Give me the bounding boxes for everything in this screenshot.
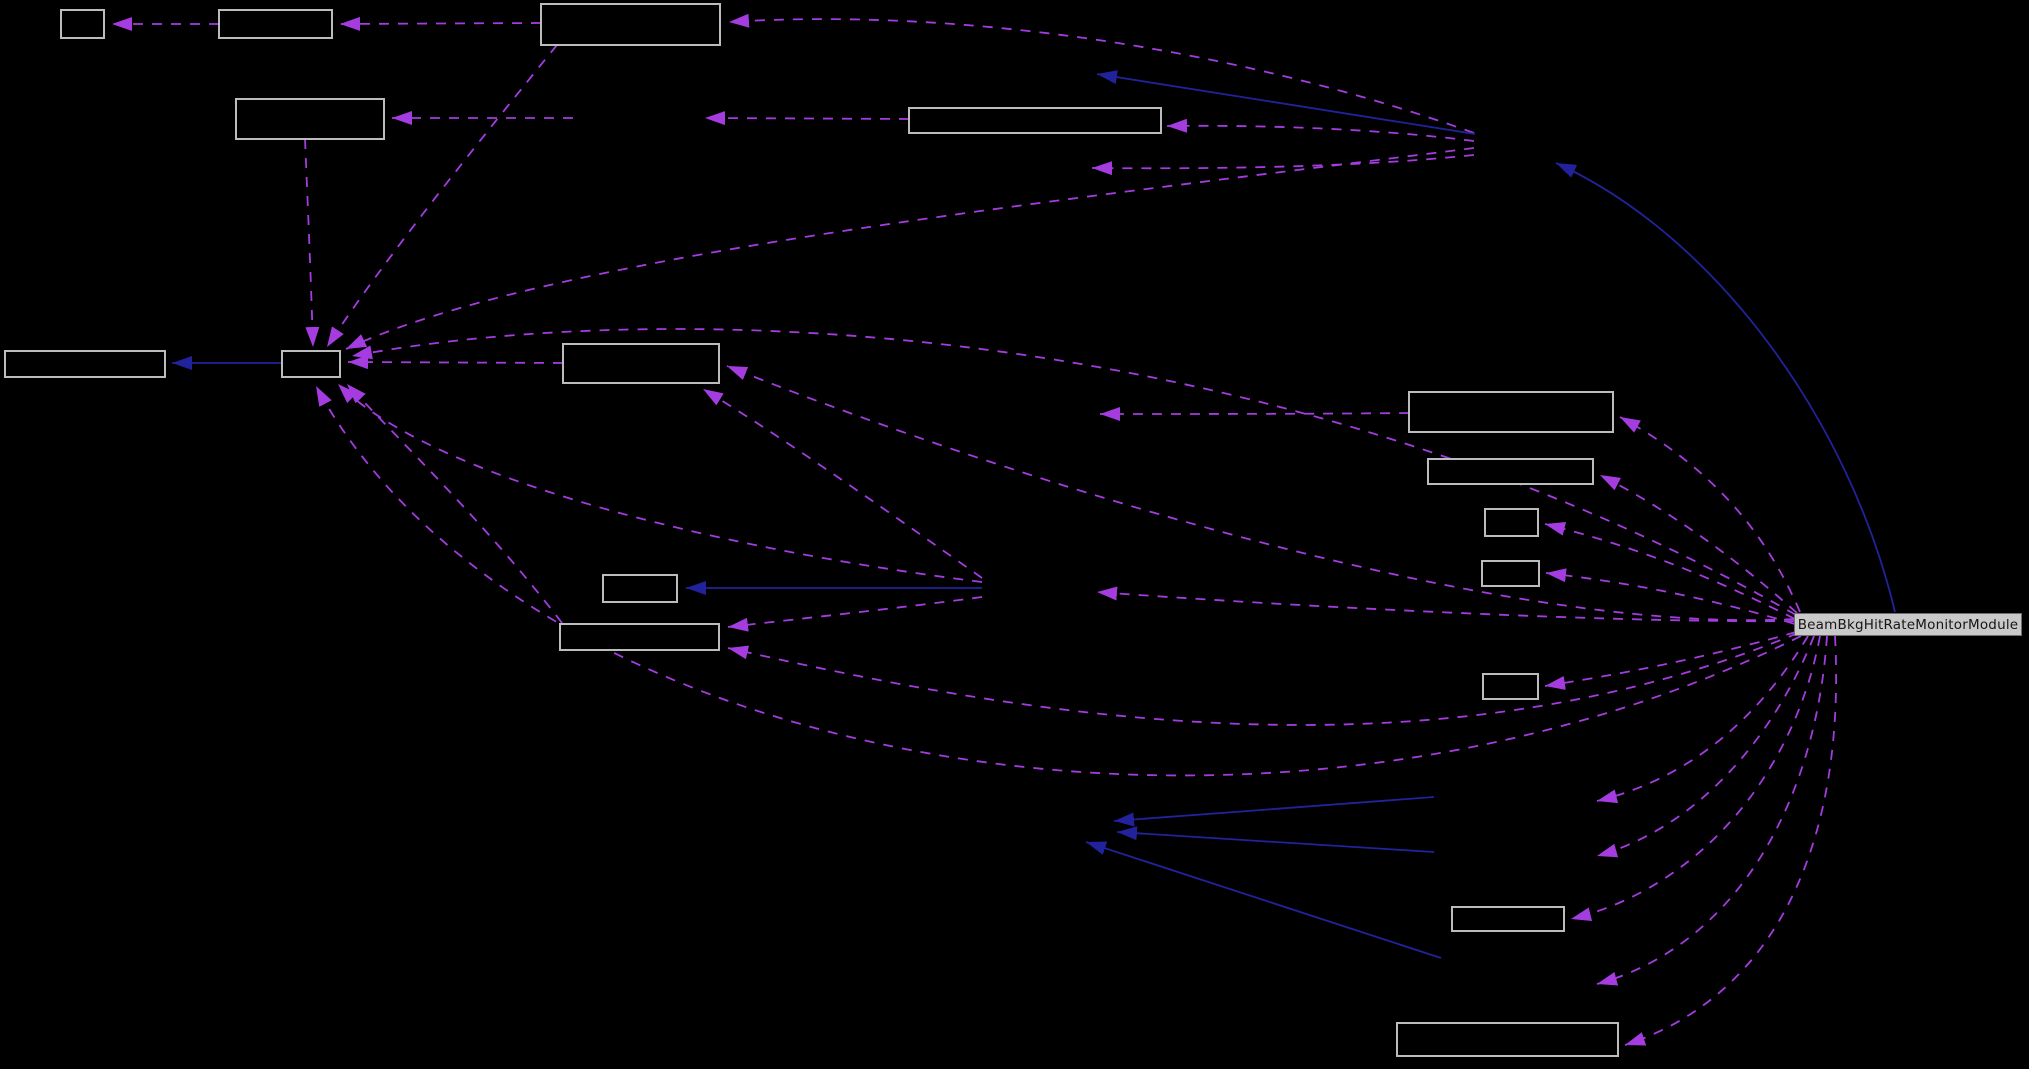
usage-edge-18 (337, 383, 983, 583)
class-node-15[interactable] (1482, 673, 1539, 700)
usage-edge-10 (345, 147, 1475, 350)
class-node-9[interactable] (1408, 391, 1614, 433)
usage-edge-22 (1619, 416, 1801, 613)
usage-edge-24 (1544, 522, 1796, 620)
central-node-beambkghitratemonitormodule[interactable]: BeamBkgHitRateMonitorModule (1794, 613, 2022, 636)
class-node-7[interactable] (281, 350, 341, 378)
usage-edge-20 (346, 383, 563, 624)
class-node-11[interactable] (1484, 508, 1539, 537)
usage-edge-5 (704, 111, 910, 126)
inheritance-edge-37 (1116, 826, 1435, 853)
usage-edge-23 (1599, 474, 1798, 614)
usage-edge-27 (1596, 635, 1809, 804)
inheritance-edge-36 (1113, 796, 1435, 827)
usage-edge-21 (1099, 406, 1410, 421)
usage-edge-13 (702, 388, 983, 579)
class-node-10[interactable] (1427, 458, 1594, 485)
usage-edge-28 (1596, 635, 1815, 858)
class-node-13[interactable] (602, 574, 678, 603)
inheritance-edge-32 (1096, 70, 1476, 135)
usage-edge-7 (1091, 154, 1475, 176)
usage-edge-17 (727, 632, 1799, 726)
usage-edge-8 (304, 138, 320, 348)
class-node-12[interactable] (1481, 560, 1540, 587)
class-node-4[interactable] (235, 98, 385, 140)
usage-edge-14 (726, 365, 1795, 621)
usage-edge-26 (1544, 631, 1797, 690)
class-node-5[interactable] (908, 107, 1162, 134)
inheritance-edge-38 (1085, 841, 1442, 959)
class-node-8[interactable] (562, 343, 720, 384)
usage-edge-11 (351, 328, 1797, 616)
inheritance-edge-33 (1555, 162, 1896, 613)
usage-edge-31 (1624, 635, 1837, 1046)
usage-edge-19 (315, 385, 1802, 777)
usage-edge-15 (1096, 586, 1795, 623)
usage-edge-29 (1570, 635, 1821, 922)
class-node-1[interactable] (60, 9, 105, 39)
class-node-17[interactable] (1396, 1022, 1619, 1057)
usage-edge-25 (1545, 568, 1796, 625)
usage-edge-12 (347, 355, 564, 370)
usage-edge-16 (727, 596, 983, 632)
usage-edge-30 (1596, 635, 1828, 986)
class-node-16[interactable] (1451, 906, 1565, 932)
usage-edge-6 (1166, 118, 1475, 142)
usage-edge-9 (326, 44, 558, 348)
class-node-6[interactable] (4, 350, 166, 378)
class-node-2[interactable] (218, 9, 333, 39)
usage-edge-2 (339, 16, 542, 31)
class-node-14[interactable] (559, 623, 720, 651)
class-node-3[interactable] (540, 3, 721, 46)
